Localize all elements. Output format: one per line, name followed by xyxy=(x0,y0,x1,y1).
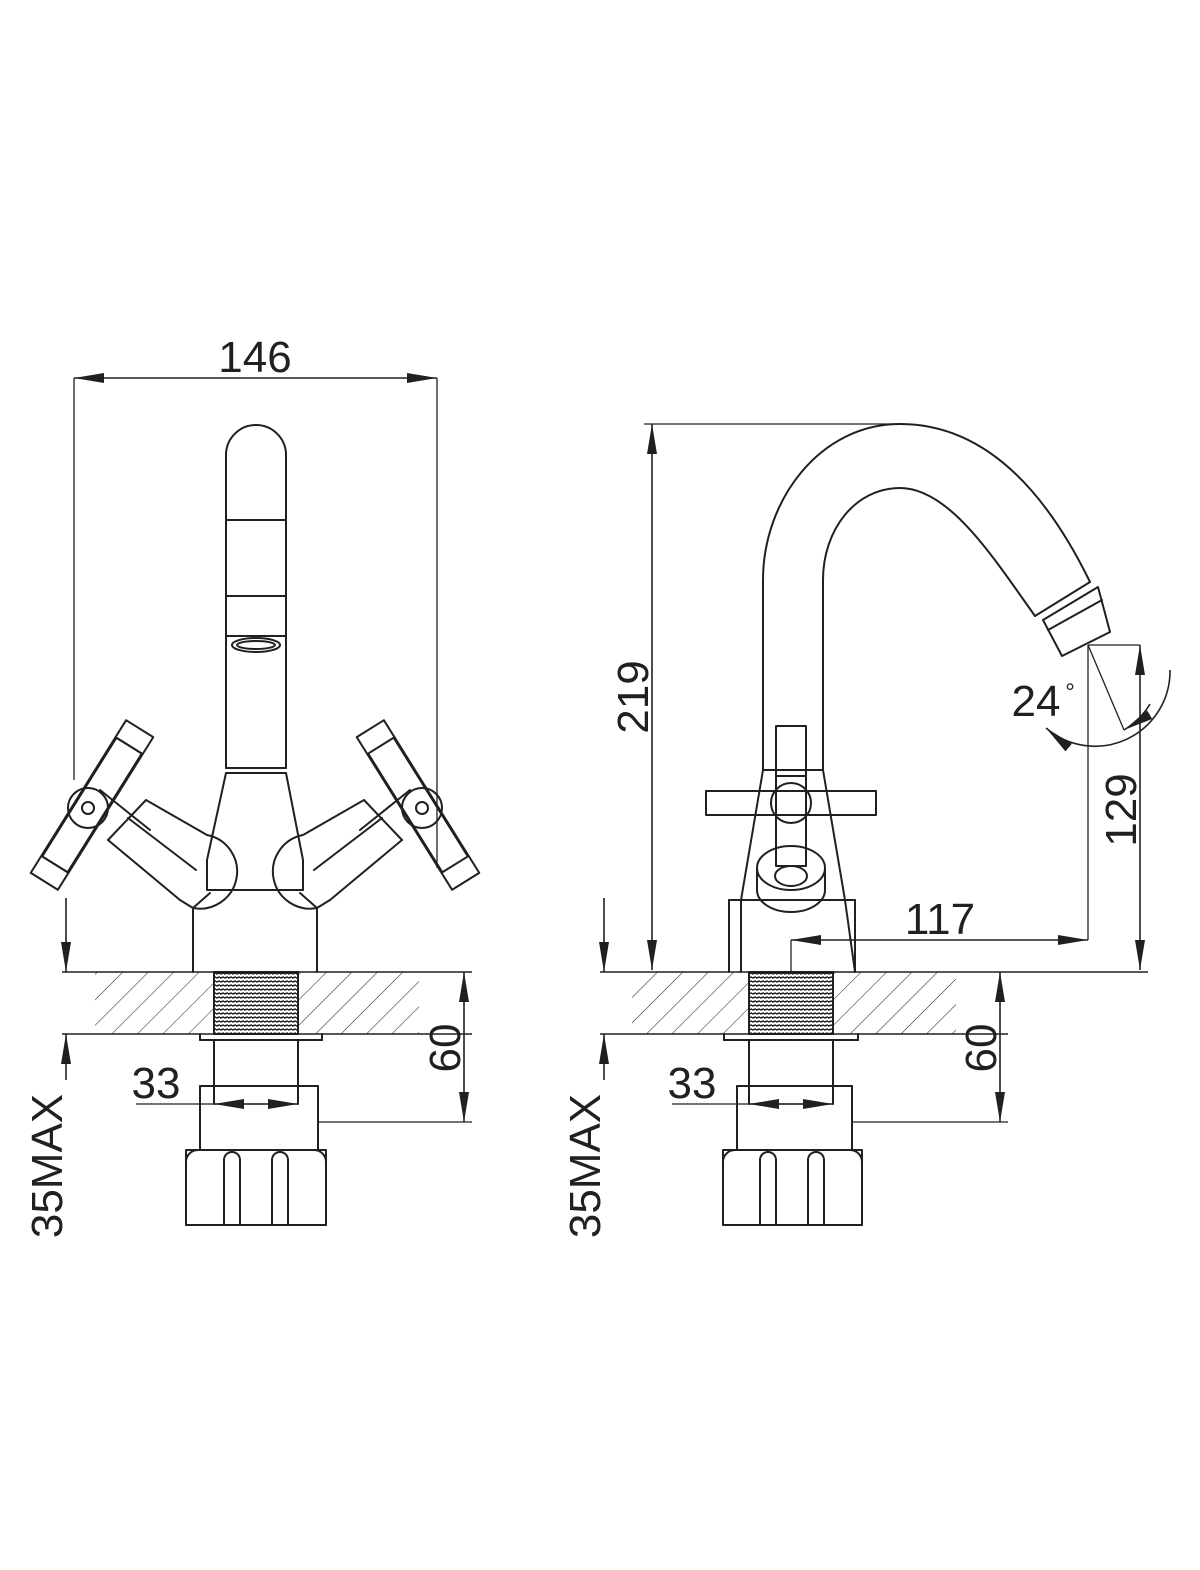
side-thread-dimension: 33 xyxy=(668,1059,833,1109)
side-deck-section xyxy=(600,971,1148,1041)
side-deck-label: 60 xyxy=(957,1024,1006,1073)
side-shank-nut xyxy=(722,1039,863,1226)
front-deck-label: 60 xyxy=(421,1024,470,1073)
side-reach-label: 117 xyxy=(905,895,975,944)
side-max-dimension: 35MAX xyxy=(561,898,610,1238)
side-outlet-height-label: 129 xyxy=(1097,773,1146,846)
front-deck-section xyxy=(62,971,472,1041)
side-spout xyxy=(762,423,1111,771)
side-max-label: 35MAX xyxy=(561,1094,610,1238)
front-width-dimension: 146 xyxy=(73,333,438,868)
front-width-label: 146 xyxy=(218,333,291,382)
side-height-label: 219 xyxy=(609,660,658,733)
front-body xyxy=(192,772,318,973)
front-max-label: 35MAX xyxy=(23,1094,72,1238)
front-max-dimension: 35MAX xyxy=(23,898,72,1238)
side-angle-dimension: 24 ° xyxy=(1012,644,1171,940)
front-right-handle xyxy=(271,719,481,910)
front-deck-dimension: 60 xyxy=(318,972,472,1123)
front-thread-dimension: 33 xyxy=(132,1059,298,1109)
front-view: 146 xyxy=(23,333,481,1238)
side-angle-label: 24 xyxy=(1012,677,1061,726)
side-deck-dimension: 60 xyxy=(852,972,1008,1123)
side-angle-unit: ° xyxy=(1065,679,1075,706)
side-cross-handle xyxy=(705,725,877,913)
side-height-dimension: 219 xyxy=(609,423,900,970)
front-shank-nut xyxy=(185,1039,327,1226)
side-view: 219 xyxy=(561,423,1171,1238)
side-outlet-height-dimension: 129 xyxy=(1097,645,1146,970)
front-thread-label: 33 xyxy=(132,1059,181,1108)
side-body xyxy=(728,769,856,973)
front-spout xyxy=(225,424,287,774)
side-reach-dimension: 117 xyxy=(790,895,1088,972)
side-thread-label: 33 xyxy=(668,1059,717,1108)
front-left-handle xyxy=(29,719,239,910)
